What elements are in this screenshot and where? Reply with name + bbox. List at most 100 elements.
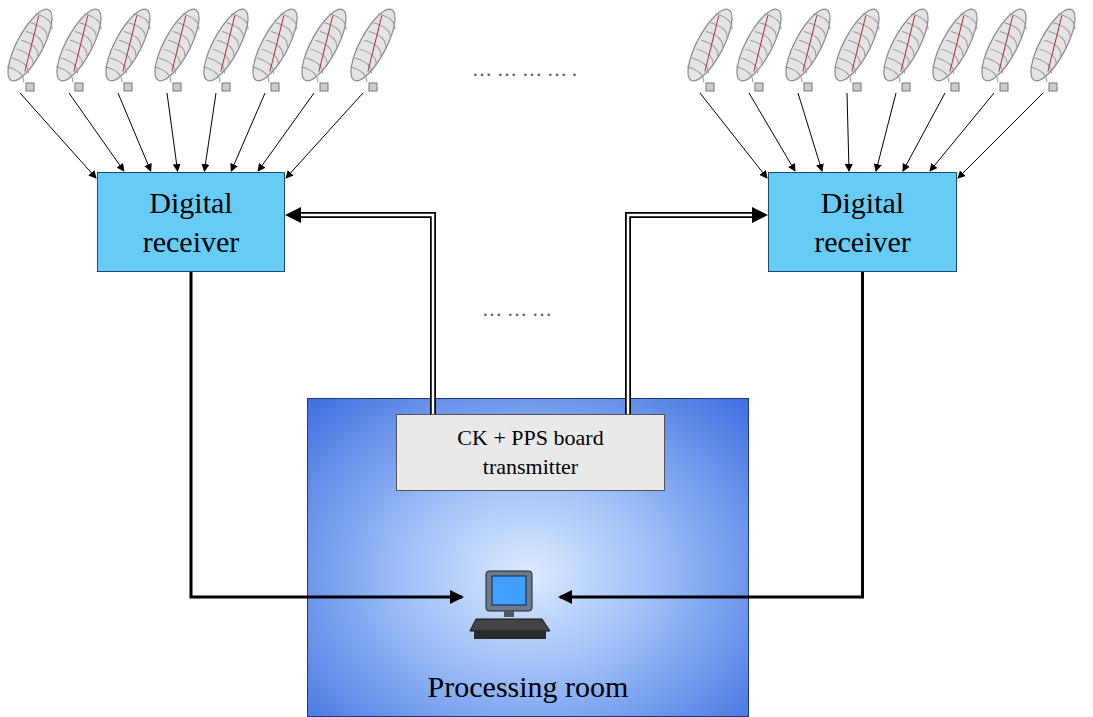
dish-rim bbox=[343, 4, 404, 87]
node-label: Digital receiver bbox=[108, 183, 274, 261]
ellipsis-label: … … … … . bbox=[472, 58, 577, 81]
antenna-base bbox=[75, 83, 83, 91]
dish bbox=[98, 4, 159, 87]
arrowhead bbox=[285, 207, 301, 223]
dish-rib bbox=[792, 48, 815, 65]
dish-rib bbox=[1051, 22, 1074, 39]
dish-rib bbox=[733, 66, 756, 83]
dish-rim bbox=[49, 4, 110, 87]
antenna-dish bbox=[827, 4, 888, 91]
feed-arrow bbox=[231, 93, 265, 171]
feed-arrow bbox=[876, 93, 896, 171]
double-line-outer bbox=[628, 215, 754, 414]
dish-rim bbox=[876, 4, 937, 87]
dish-rib bbox=[4, 66, 27, 83]
monitor bbox=[486, 571, 532, 611]
antenna-base bbox=[369, 83, 377, 91]
dish bbox=[1023, 4, 1084, 87]
dish-rib bbox=[929, 66, 952, 83]
dish-rim bbox=[974, 4, 1035, 87]
feed-line bbox=[110, 16, 149, 72]
dish-rib bbox=[684, 66, 707, 83]
antenna-dish bbox=[98, 4, 159, 91]
dish-rib bbox=[831, 66, 854, 83]
dish-rib bbox=[1037, 48, 1060, 65]
double-line-inner bbox=[299, 215, 433, 414]
dish bbox=[974, 4, 1035, 87]
dish bbox=[147, 4, 208, 87]
feed-arrow bbox=[258, 93, 314, 171]
antenna-dish bbox=[0, 4, 60, 91]
arrowhead bbox=[752, 207, 768, 223]
dish-rib bbox=[371, 22, 394, 39]
dish bbox=[680, 4, 741, 87]
antenna-dish bbox=[196, 4, 257, 91]
feed-line bbox=[692, 16, 731, 72]
antenna-base bbox=[222, 83, 230, 91]
dish-rib bbox=[28, 22, 51, 39]
antenna-dish bbox=[729, 4, 790, 91]
receiver-box: Digital receiver bbox=[768, 172, 957, 272]
dish-rib bbox=[1002, 22, 1025, 39]
dish-rib bbox=[988, 48, 1011, 65]
antennas bbox=[0, 4, 1083, 91]
dish bbox=[827, 4, 888, 87]
dish-rib bbox=[322, 22, 345, 39]
dish-rib bbox=[694, 48, 717, 65]
antenna-base bbox=[755, 83, 763, 91]
dish-rim bbox=[0, 4, 60, 87]
dish-rib bbox=[806, 22, 829, 39]
feed-line bbox=[306, 16, 345, 72]
feed-line bbox=[741, 16, 780, 72]
dish-rib bbox=[259, 48, 282, 65]
room-panel: Processing room CK + PPS board transmitte… bbox=[307, 398, 749, 717]
feed-arrow bbox=[798, 93, 822, 171]
antenna-base bbox=[26, 83, 34, 91]
feed-arrow bbox=[20, 93, 96, 178]
dish-rim bbox=[729, 4, 790, 87]
dish-rim bbox=[294, 4, 355, 87]
antenna-base bbox=[951, 83, 959, 91]
feed-arrow bbox=[958, 93, 1043, 178]
dish-rib bbox=[978, 66, 1001, 83]
feed-arrow bbox=[204, 93, 216, 171]
feed-arrow bbox=[118, 93, 151, 171]
dish-rib bbox=[1027, 66, 1050, 83]
dish-rib bbox=[708, 22, 731, 39]
dish-rib bbox=[77, 22, 100, 39]
feed-arrow bbox=[167, 93, 178, 171]
dish bbox=[343, 4, 404, 87]
dish-rib bbox=[112, 48, 135, 65]
dish-rim bbox=[147, 4, 208, 87]
dish bbox=[245, 4, 306, 87]
dish-rib bbox=[880, 66, 903, 83]
node-label: Processing room bbox=[428, 670, 629, 704]
antenna-dish bbox=[343, 4, 404, 91]
feed-arrow bbox=[69, 93, 124, 171]
dish-rib bbox=[347, 66, 370, 83]
base-unit bbox=[470, 619, 550, 631]
dish-rib bbox=[841, 48, 864, 65]
antenna-base bbox=[271, 83, 279, 91]
antenna-dish bbox=[147, 4, 208, 91]
feed-line bbox=[986, 16, 1025, 72]
antenna-base bbox=[124, 83, 132, 91]
feed-line bbox=[937, 16, 976, 72]
dish-rib bbox=[757, 22, 780, 39]
screen bbox=[492, 576, 526, 605]
dish-rib bbox=[743, 48, 766, 65]
dish-rib bbox=[161, 48, 184, 65]
dish-rim bbox=[925, 4, 986, 87]
connector bbox=[628, 207, 768, 414]
antenna-dish bbox=[925, 4, 986, 91]
dish-rib bbox=[298, 66, 321, 83]
dish-rib bbox=[939, 48, 962, 65]
dish-rib bbox=[102, 66, 125, 83]
antenna-base bbox=[1000, 83, 1008, 91]
antenna-dish bbox=[974, 4, 1035, 91]
connector bbox=[285, 207, 433, 414]
dish-rib bbox=[200, 66, 223, 83]
node-label: CK + PPS board transmitter bbox=[407, 424, 654, 481]
antenna-base bbox=[853, 83, 861, 91]
dish bbox=[876, 4, 937, 87]
